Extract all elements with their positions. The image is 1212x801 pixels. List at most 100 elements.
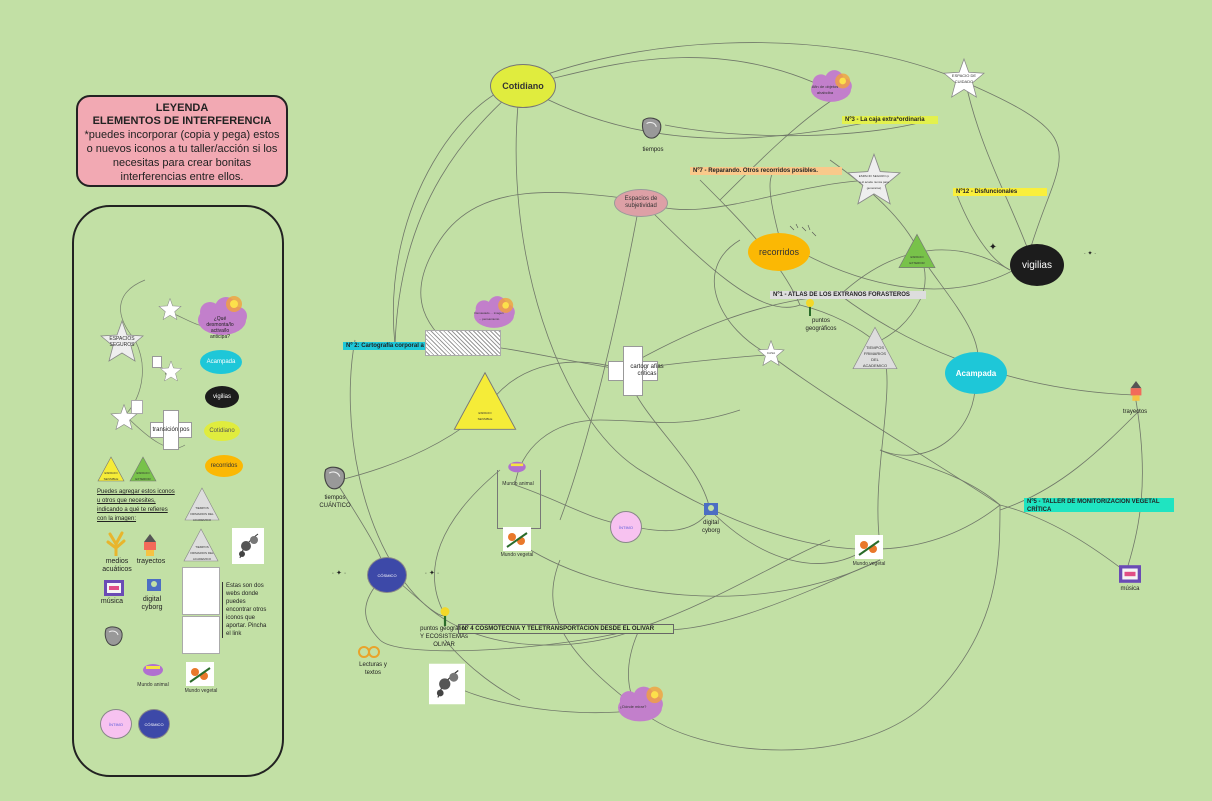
plant-icon[interactable] <box>429 662 465 706</box>
legend-body: *puedes incorporar (copia y pega) estos … <box>84 129 280 183</box>
acampada-node[interactable]: Acampada <box>200 350 242 374</box>
palette-medios-label: medios acuáticos <box>102 558 132 573</box>
robot-icon[interactable] <box>1127 378 1145 402</box>
triangle-icon[interactable] <box>182 528 220 562</box>
musica-label: música <box>1120 586 1140 592</box>
sparkle-icon: · ✦ · <box>424 570 440 577</box>
cross-icon[interactable]: cartogr afías críticas <box>608 346 664 396</box>
banner-cosmotecnia[interactable]: Nº 4 COSMOTECNIA Y TELETRANSPORTACION DE… <box>458 624 674 634</box>
bracket <box>497 470 541 529</box>
vigilias-node[interactable]: vigilias <box>1010 244 1064 286</box>
vigilias-node[interactable]: vigilias <box>205 386 239 408</box>
triangle-icon[interactable] <box>897 233 937 269</box>
tri-green-label: ESPACIO EXTERIOR <box>909 255 925 265</box>
coral-icon[interactable] <box>105 530 127 556</box>
cloud-burst-icon[interactable] <box>194 292 250 340</box>
star-icon[interactable] <box>846 153 902 205</box>
cup-icon <box>152 356 162 368</box>
star-icon[interactable] <box>757 340 785 366</box>
flower-icon[interactable] <box>186 662 214 686</box>
intimo-node[interactable]: ÍNTIMO <box>610 511 642 543</box>
burst-top-label: Afin de objetos ahabciba <box>811 84 839 95</box>
melting-clock-icon[interactable] <box>322 465 348 493</box>
mundo-vegetal-label: Mundo vegetal <box>500 552 534 558</box>
puntos-geograficos-label: puntos geográficos <box>805 318 837 332</box>
plant-icon[interactable] <box>232 528 264 564</box>
banner-caja[interactable]: Nº3 - La caja extra*ordinaria <box>842 116 938 124</box>
banner-disfuncionales[interactable]: Nº12 - Disfuncionales <box>953 188 1047 196</box>
flower-icon <box>440 607 450 626</box>
star-icon[interactable] <box>160 360 182 382</box>
puntos-olivar-label: puntos geográfico Y ECOSISTEMAs OLIVAR <box>420 626 468 648</box>
cotidiano-node[interactable]: Cotidiano <box>204 421 240 441</box>
palette-burst-label: ¿Qué desmonta/lo activa/lo anticipa? <box>206 316 234 340</box>
tri-yellow-label: ESPACIO SENSIBLE <box>477 411 493 421</box>
palette-star-label: ESPACIOS SEGUROS <box>109 336 135 348</box>
mundo-animal-label: Mundo animal <box>502 481 534 487</box>
image-thumbnail[interactable] <box>425 330 501 356</box>
banner-atlas[interactable]: Nº1 - ATLAS DE LOS EXTRAÑOS FORASTEROS <box>770 291 926 299</box>
melting-clock-icon[interactable] <box>640 116 664 142</box>
star-icon[interactable] <box>100 320 144 362</box>
flower-icon[interactable] <box>500 527 534 551</box>
palette-tri-green-label: ESPACIO EXTERIOR <box>135 471 151 481</box>
legend-title: LEYENDA <box>155 102 209 114</box>
bug-icon[interactable] <box>506 460 528 474</box>
legend-subtitle: ELEMENTOS DE INTERFERENCIA <box>92 115 272 127</box>
triangle-icon[interactable] <box>97 456 125 482</box>
lecturas-label: Lecturas y textos <box>359 662 387 676</box>
star-small-label: CASA <box>766 351 776 355</box>
banner-cartografia[interactable]: Nº 2: Cartografía corporal a distancia p… <box>343 342 497 350</box>
sparkle-icon: · ✦ · <box>1083 251 1097 257</box>
cloud-burst-icon[interactable] <box>803 66 859 106</box>
palette-webs-note: Estas son dos webs donde puedes encontra… <box>222 582 268 638</box>
web-card[interactable] <box>182 567 220 615</box>
espacios-subjetividad-node[interactable]: Espacios de subjetividad <box>614 189 668 217</box>
sparkle-icon: ✦ <box>988 242 998 253</box>
melting-clock-icon[interactable] <box>103 625 125 649</box>
cosmico-node[interactable]: CÓSMICO <box>367 557 407 593</box>
triangle-icon[interactable] <box>850 326 900 370</box>
cloud-burst-icon[interactable] <box>608 682 672 726</box>
cotidiano-node[interactable]: Cotidiano <box>490 64 556 108</box>
cross-icon[interactable]: transición pos <box>150 410 192 450</box>
banner-reparando[interactable]: Nº7 - Reparando. Otros recorridos posibl… <box>690 167 842 175</box>
tri-grey-label: TIEMPOS FRIMARIOS DEL ACADEMICO <box>862 345 888 368</box>
palette-trayectos-label: trayectos <box>136 558 166 565</box>
mundo-vegetal-right-label: Mundo vegetal <box>852 561 886 567</box>
star-icon[interactable] <box>158 298 182 320</box>
legend-box: LEYENDA ELEMENTOS DE INTERFERENCIA *pued… <box>76 95 288 187</box>
palette-tri-yellow-label: ESPACIO SENSIBLE <box>103 471 119 481</box>
bug-icon[interactable] <box>142 662 164 678</box>
glasses-icon[interactable] <box>358 640 380 660</box>
web-card[interactable] <box>182 616 220 654</box>
book-icon[interactable] <box>103 578 125 598</box>
glasses-icon[interactable] <box>145 576 163 594</box>
cloud-burst-icon[interactable] <box>466 292 522 332</box>
palette-mundo-animal-label: Mundo animal <box>137 682 169 688</box>
trayectos-label: trayectos <box>1122 409 1148 415</box>
book-icon[interactable] <box>1117 563 1143 585</box>
flower-icon[interactable] <box>852 535 886 559</box>
recorridos-node[interactable]: recorridos <box>748 233 810 271</box>
banner-taller5[interactable]: Nº5 - TALLER DE MONITORIZACIÓN VEGETAL C… <box>1024 498 1174 512</box>
note-icon <box>131 400 143 414</box>
acampada-node[interactable]: Acampada <box>945 352 1007 394</box>
star-mid-label: ESPACIO SEGURO (o a él acude nunca para … <box>858 174 890 190</box>
palette-tri-grey1-label: TIEMPOS FRIMARIOS DEL ACADEMICO <box>190 506 214 522</box>
glasses-icon[interactable] <box>702 500 720 518</box>
triangle-icon[interactable] <box>452 370 518 432</box>
intimo-node[interactable]: ÍNTIMO <box>100 709 132 739</box>
recorridos-node[interactable]: recorridos <box>205 455 243 477</box>
icon-palette <box>72 205 284 777</box>
triangle-icon[interactable] <box>184 487 220 521</box>
palette-digital-label: digital cyborg <box>141 596 163 611</box>
palette-musica-label: música <box>100 598 124 605</box>
flower-icon <box>806 299 814 316</box>
triangle-icon[interactable] <box>129 456 157 482</box>
robot-icon[interactable] <box>140 532 160 556</box>
cosmico-node[interactable]: CÓSMICO <box>138 709 170 739</box>
star-icon[interactable] <box>942 58 986 98</box>
tiempos-cuantico-label: tiempos CUÁNTICO <box>319 495 351 509</box>
sparkle-icon <box>789 223 817 237</box>
